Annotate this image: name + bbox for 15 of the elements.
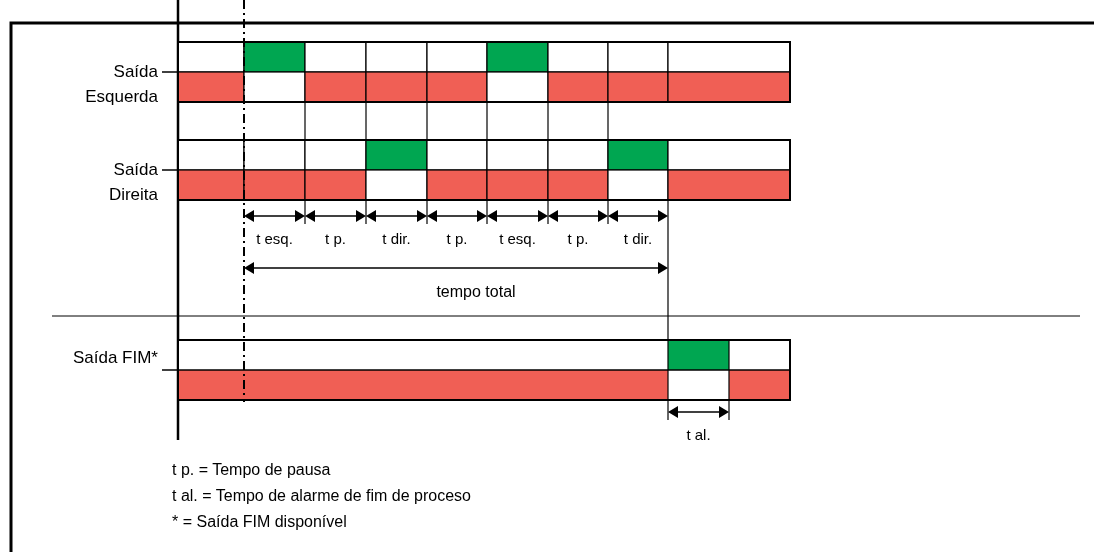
text-label: t al. = Tempo de alarme de fim de proceso bbox=[172, 486, 471, 506]
interval-label: t dir. bbox=[381, 229, 412, 249]
signal-label: Saída Direita bbox=[107, 159, 158, 206]
signal-label: Saída Esquerda bbox=[84, 61, 158, 108]
text-label: t p. = Tempo de pausa bbox=[172, 460, 331, 480]
interval-label: t dir. bbox=[622, 229, 654, 249]
interval-label: tempo total bbox=[435, 282, 517, 302]
interval-label: t p. bbox=[566, 229, 590, 249]
text-label: * = Saída FIM disponível bbox=[172, 512, 347, 532]
signal-label: Saída FIM* bbox=[71, 347, 158, 369]
interval-label: t p. bbox=[324, 229, 347, 249]
interval-label: t esq. bbox=[498, 229, 537, 249]
interval-label: t esq. bbox=[255, 229, 294, 249]
interval-label: t p. bbox=[445, 229, 469, 249]
interval-label: t al. bbox=[685, 425, 712, 445]
